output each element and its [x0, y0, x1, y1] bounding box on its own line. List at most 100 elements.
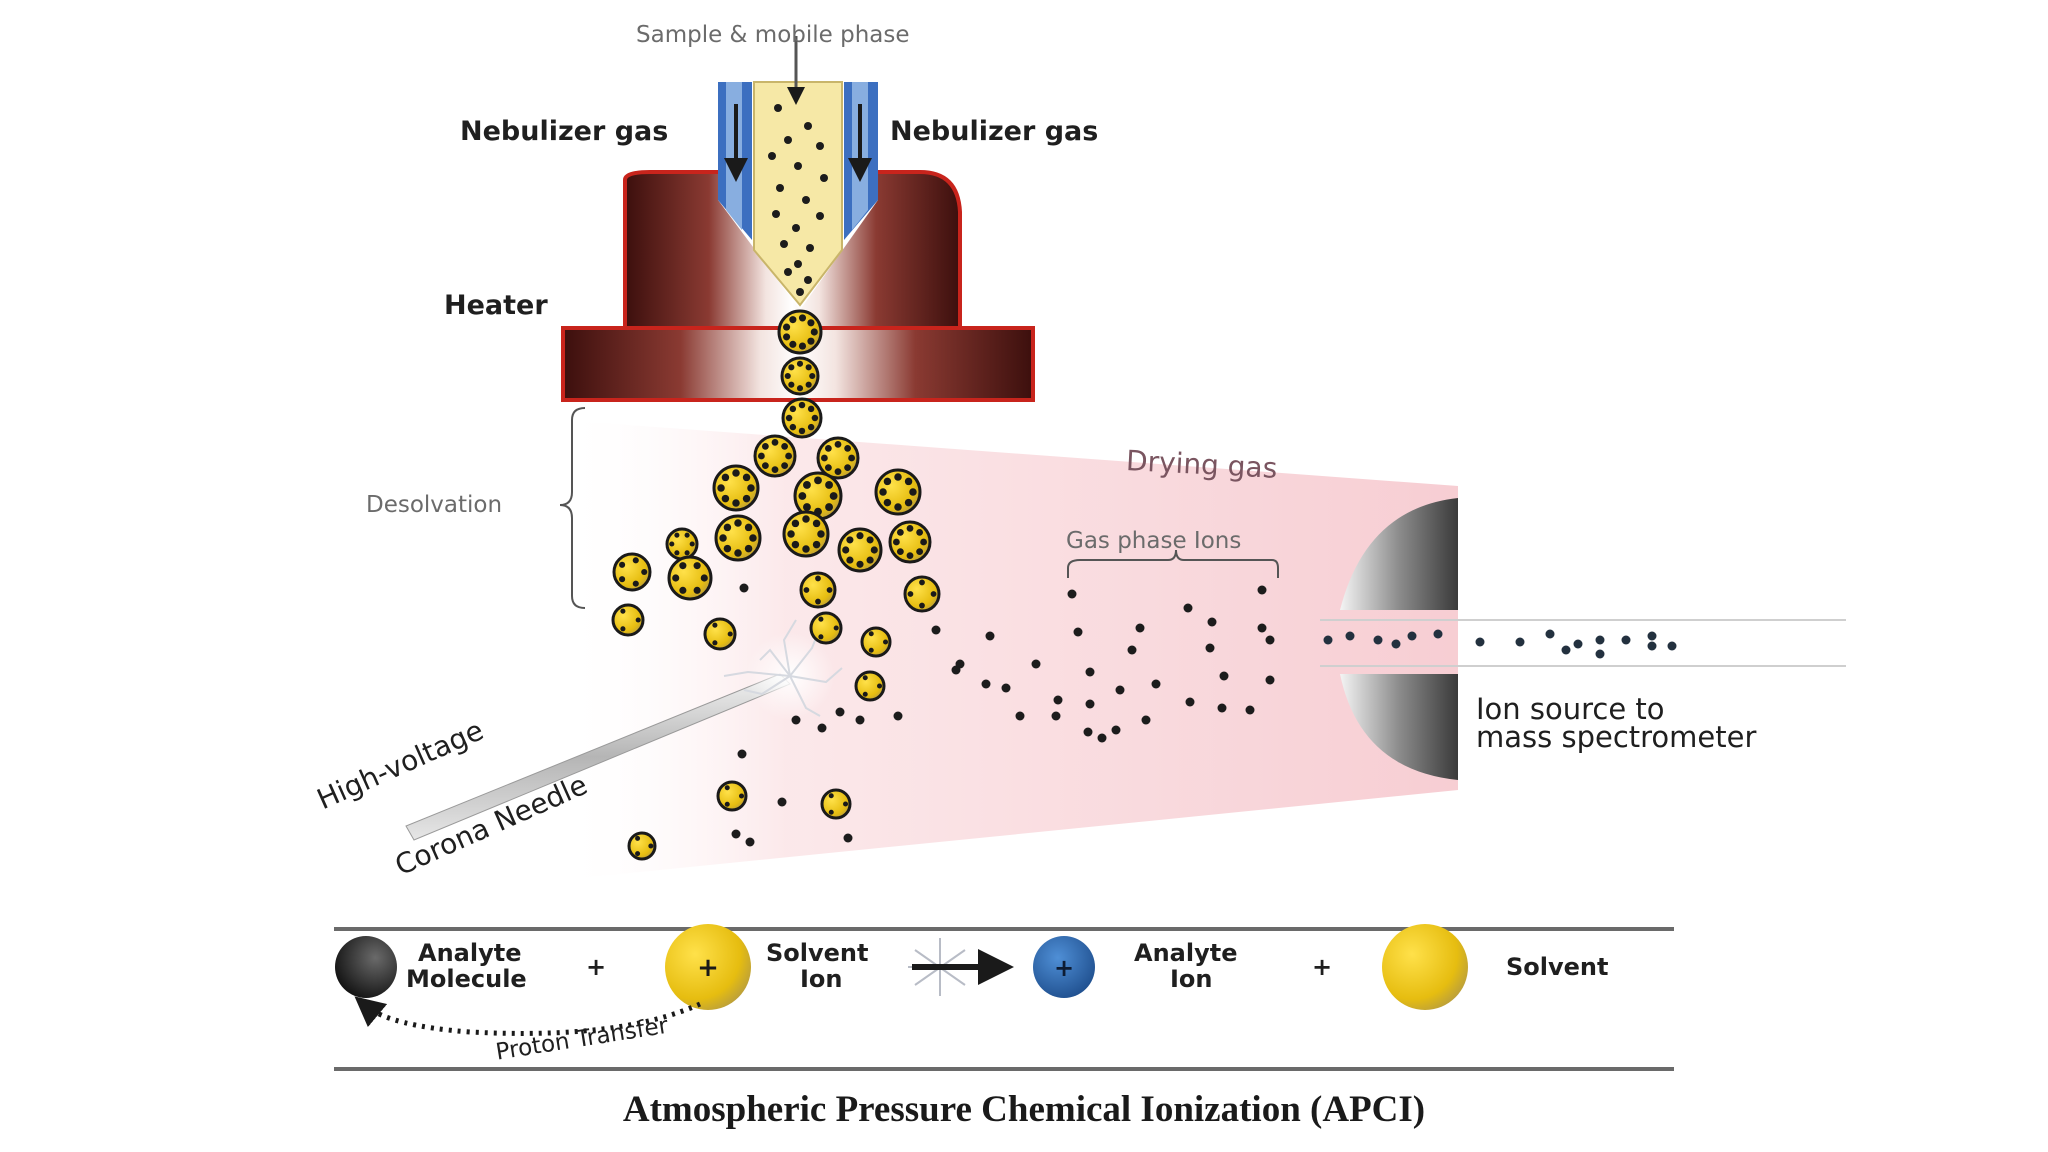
ion-dot	[835, 707, 845, 717]
ion-dot	[1141, 715, 1151, 725]
reaction-arrow-icon	[908, 937, 1014, 997]
ion-dot	[1097, 733, 1107, 743]
droplet	[820, 788, 852, 820]
ion-dot	[1207, 617, 1217, 627]
ion-source-cone	[1320, 498, 1846, 780]
ion-dot	[1407, 631, 1417, 641]
ion-dot	[1345, 631, 1355, 641]
droplet	[837, 527, 883, 573]
ion-dot	[1265, 675, 1275, 685]
ion-dot	[931, 625, 941, 635]
legend-plus-1: +	[586, 953, 607, 981]
figure-caption: Atmospheric Pressure Chemical Ionization…	[622, 1089, 1426, 1130]
ion-dot	[1373, 635, 1383, 645]
droplet	[854, 670, 886, 702]
ion-dot	[1111, 725, 1121, 735]
nebulizer-gas-left-label: Nebulizer gas	[460, 116, 669, 147]
droplet	[716, 780, 748, 812]
ion-dot	[981, 679, 991, 689]
droplet	[703, 617, 737, 651]
ion-dot	[1647, 641, 1657, 651]
droplet	[777, 309, 823, 355]
droplet	[627, 831, 657, 861]
sample-label: Sample & mobile phase	[636, 22, 910, 48]
droplet	[888, 520, 932, 564]
droplet	[714, 514, 762, 562]
ion-dot	[1205, 643, 1215, 653]
ion-dot	[1265, 635, 1275, 645]
legend-solvent-ion-line2: Ion	[800, 965, 843, 993]
droplet	[874, 468, 922, 516]
ion-dot	[1073, 627, 1083, 637]
droplet	[612, 552, 652, 592]
ion-dot	[1545, 629, 1555, 639]
ion-dot	[1433, 629, 1443, 639]
droplet	[809, 611, 843, 645]
ion-dot	[1185, 697, 1195, 707]
ion-source-label-line1: Ion source to	[1476, 692, 1665, 726]
ion-dot	[731, 829, 741, 839]
ion-dot	[1219, 671, 1229, 681]
heater-label: Heater	[444, 290, 548, 321]
gas-phase-ions-label: Gas phase Ions	[1066, 528, 1242, 554]
droplet	[665, 527, 699, 561]
ion-dot	[1085, 699, 1095, 709]
ion-dot	[1595, 635, 1605, 645]
ion-dot	[1257, 585, 1267, 595]
ion-dot	[1561, 645, 1571, 655]
svg-text:+: +	[1054, 954, 1074, 982]
analyte-molecule-icon	[335, 936, 397, 998]
droplet	[816, 436, 860, 480]
ion-dot	[1475, 637, 1485, 647]
ion-dot	[1067, 589, 1077, 599]
ion-dot	[843, 833, 853, 843]
ion-dot	[1001, 683, 1011, 693]
droplet	[753, 434, 797, 478]
ion-dot	[1085, 667, 1095, 677]
ion-dot	[791, 715, 801, 725]
ion-dot	[1573, 639, 1583, 649]
solvent-ion-icon: +	[665, 924, 751, 1010]
legend-analyte-molecule-line2: Molecule	[406, 965, 527, 993]
ion-dot	[777, 797, 787, 807]
droplets	[611, 309, 941, 861]
corona-needle	[405, 619, 843, 841]
droplet	[781, 397, 823, 439]
ion-dot	[1391, 639, 1401, 649]
ion-dot	[1031, 659, 1041, 669]
droplet	[712, 464, 760, 512]
legend-analyte-molecule-line1: Analyte	[418, 939, 522, 967]
ion-dot	[1323, 635, 1333, 645]
nebulizer-nozzle	[718, 36, 878, 310]
ion-dot	[1217, 703, 1227, 713]
drying-gas-zone	[560, 420, 1458, 880]
droplet	[782, 510, 830, 558]
ion-dot	[1127, 645, 1137, 655]
solvent-icon	[1382, 924, 1468, 1010]
ion-source-label-line2: mass spectrometer	[1476, 720, 1757, 754]
ion-dot	[1245, 705, 1255, 715]
ion-dot	[1647, 631, 1657, 641]
ion-dot	[1051, 711, 1061, 721]
ion-dot	[1151, 679, 1161, 689]
droplet	[667, 555, 713, 601]
gas-phase-ions-bracket	[1067, 549, 1279, 578]
ion-dot	[1595, 649, 1605, 659]
ion-dot	[1257, 623, 1267, 633]
ion-dot	[817, 723, 827, 733]
ion-dot	[951, 665, 961, 675]
analyte-ion-icon: +	[1033, 936, 1095, 998]
ion-dot	[1053, 695, 1063, 705]
legend-analyte-ion-line1: Analyte	[1134, 939, 1238, 967]
legend-solvent: Solvent	[1506, 953, 1609, 981]
ion-dot	[1667, 641, 1677, 651]
desolvation-label: Desolvation	[366, 492, 503, 518]
ion-dot	[745, 837, 755, 847]
ion-dot	[985, 631, 995, 641]
ion-dot	[1015, 711, 1025, 721]
ion-dot	[855, 715, 865, 725]
droplet	[903, 575, 941, 613]
legend-analyte-ion-line2: Ion	[1170, 965, 1213, 993]
ion-dot	[739, 583, 749, 593]
